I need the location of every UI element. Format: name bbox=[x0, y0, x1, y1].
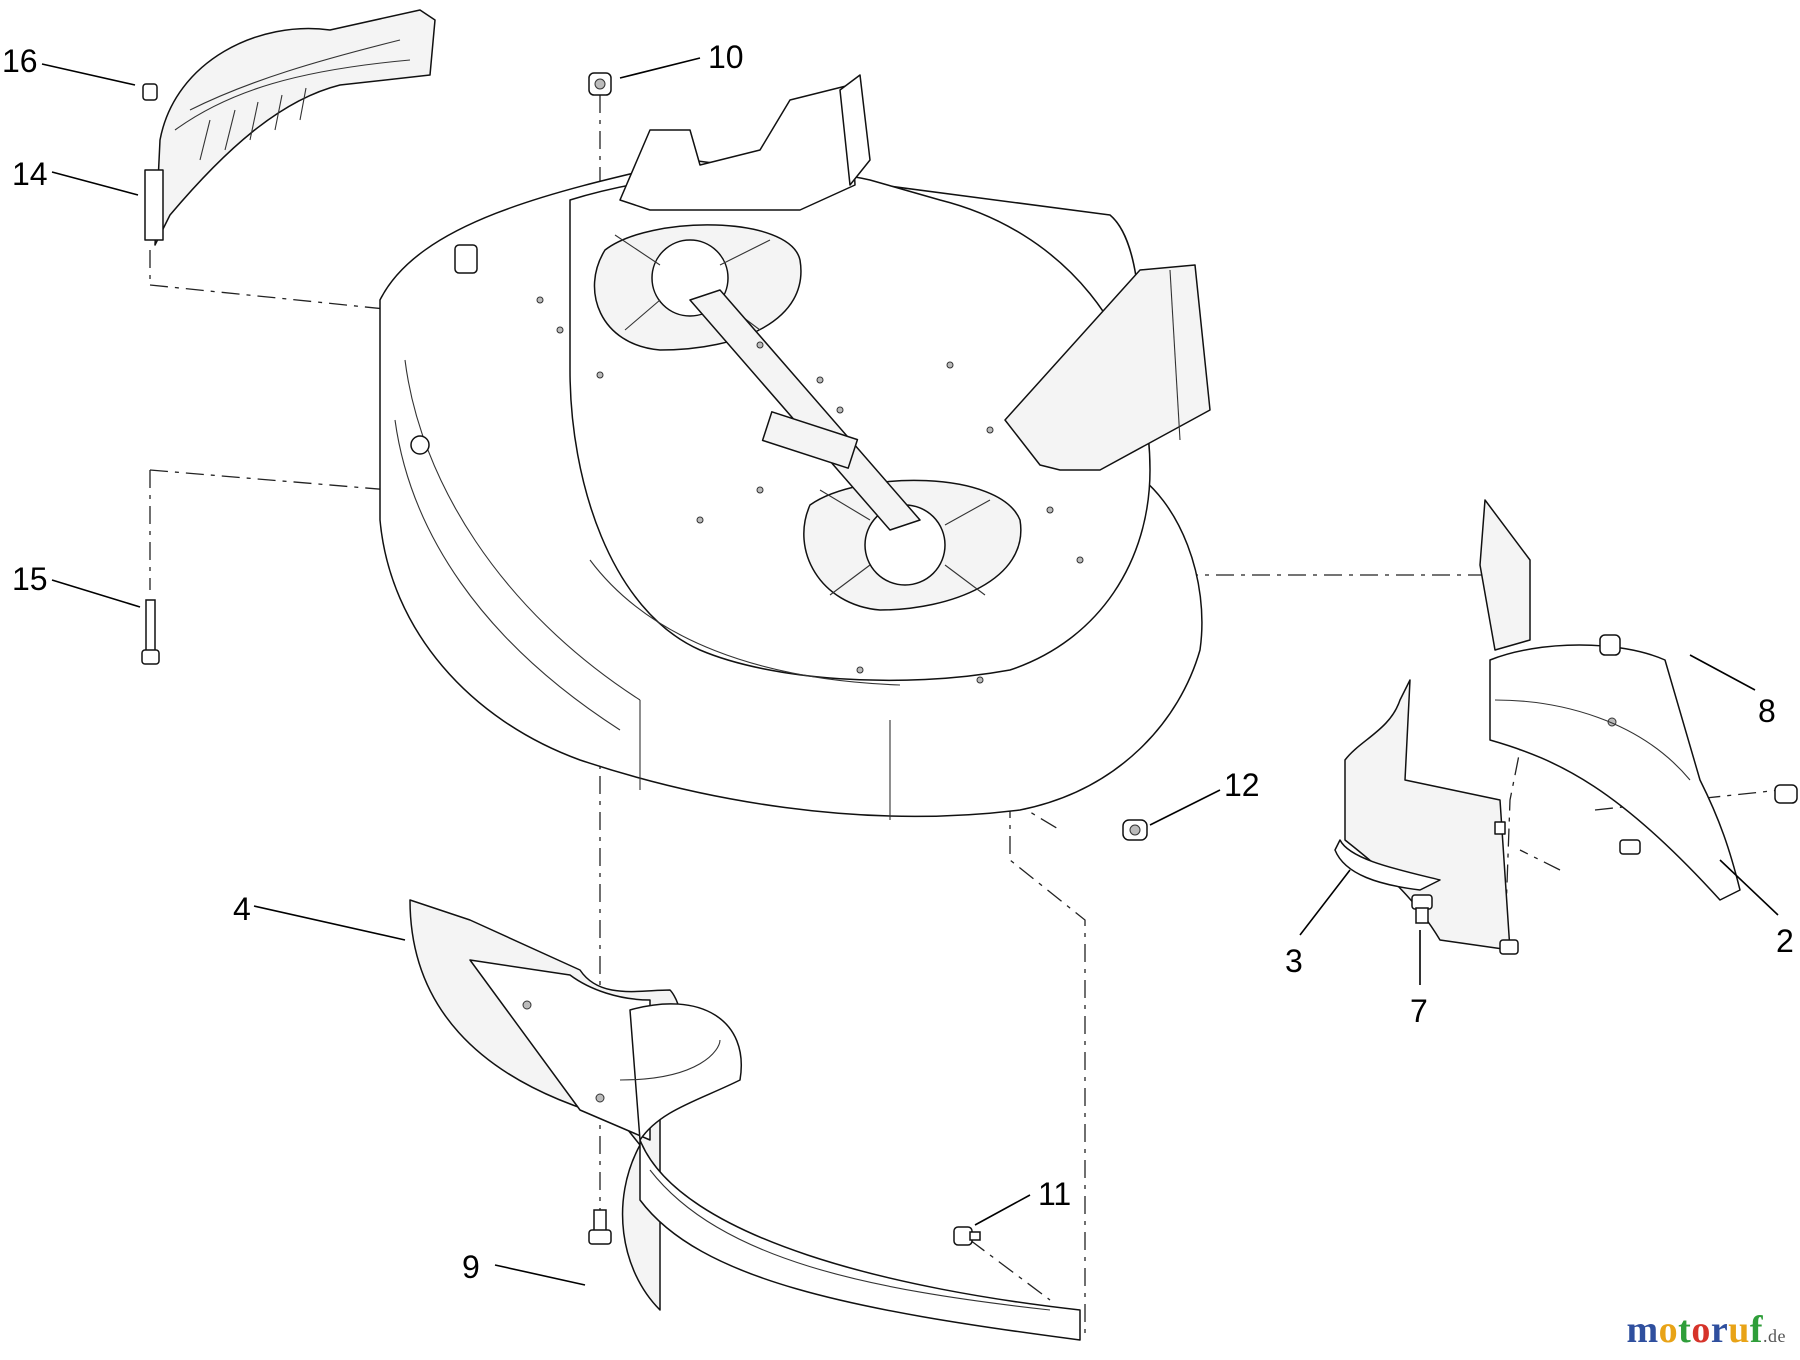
discharge-deflector-part bbox=[144, 9, 436, 246]
callout-14: 14 bbox=[12, 156, 48, 192]
leader-8 bbox=[1689, 654, 1756, 691]
leader-4 bbox=[253, 905, 406, 941]
callout-2: 2 bbox=[1776, 923, 1794, 959]
callout-9: 9 bbox=[462, 1249, 480, 1285]
watermark-letter: o bbox=[1691, 1309, 1711, 1351]
leader-16 bbox=[41, 63, 136, 86]
nut-part-10 bbox=[588, 72, 612, 96]
callout-15: 15 bbox=[12, 561, 48, 597]
leader-3 bbox=[1299, 869, 1351, 936]
leader-11 bbox=[974, 1194, 1031, 1226]
deck-holes bbox=[536, 296, 1084, 684]
leader-15 bbox=[51, 579, 141, 608]
bolt-part-7 bbox=[1411, 894, 1433, 924]
watermark-suffix: .de bbox=[1763, 1326, 1786, 1346]
nut-part-12 bbox=[1122, 819, 1148, 841]
callout-8: 8 bbox=[1758, 693, 1776, 729]
callout-11: 11 bbox=[1038, 1176, 1071, 1212]
callout-labels: 16 14 10 15 12 8 2 3 7 4 11 9 bbox=[2, 39, 1794, 1285]
bolt-part-16 bbox=[142, 83, 158, 101]
bolt-part-11 bbox=[953, 1226, 981, 1246]
leader-14 bbox=[51, 171, 139, 196]
callout-7: 7 bbox=[1410, 993, 1428, 1029]
side-bracket-part-3 bbox=[1334, 679, 1511, 951]
callout-3: 3 bbox=[1285, 943, 1303, 979]
hardware-near-part-2 bbox=[1499, 784, 1798, 955]
leader-12 bbox=[1149, 789, 1221, 826]
watermark-letter: t bbox=[1678, 1309, 1692, 1351]
chute-part-2 bbox=[1479, 499, 1741, 901]
watermark-letter: f bbox=[1749, 1309, 1763, 1351]
watermark-logo: motoruf.de bbox=[1627, 1308, 1786, 1352]
leader-10 bbox=[619, 57, 701, 79]
bolt-part-9 bbox=[588, 1209, 612, 1245]
leader-2 bbox=[1719, 859, 1779, 916]
callout-10: 10 bbox=[708, 39, 744, 75]
watermark-letter: o bbox=[1658, 1309, 1679, 1351]
leader-9 bbox=[494, 1264, 586, 1286]
nut-part-8 bbox=[1599, 634, 1621, 656]
callout-12: 12 bbox=[1224, 767, 1260, 803]
mower-deck-housing bbox=[379, 74, 1211, 820]
bolt-part-15 bbox=[141, 599, 160, 665]
watermark-letter: r bbox=[1710, 1309, 1729, 1351]
callout-4: 4 bbox=[233, 891, 251, 927]
callout-16: 16 bbox=[2, 43, 38, 79]
leader-lines bbox=[41, 57, 1779, 1286]
watermark-letter: m bbox=[1626, 1309, 1659, 1351]
watermark-letter: u bbox=[1728, 1309, 1750, 1351]
front-baffle-part-4 bbox=[409, 899, 1081, 1341]
